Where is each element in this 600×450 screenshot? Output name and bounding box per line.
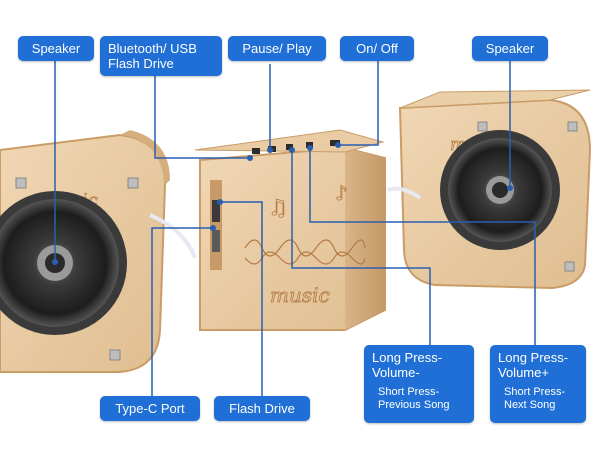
volume-minus-label: Long Press-Volume- Short Press-Previous … [364,345,474,423]
svg-text:♫: ♫ [268,196,288,221]
leader-lines [54,60,536,405]
speaker-left-label: Speaker [18,36,94,61]
flash-drive-label: Flash Drive [214,396,310,421]
center-box-engraving: music [270,283,330,307]
right-speaker-box: music [387,89,592,290]
volume-plus-label: Long Press-Volume+ Short Press-Next Song [490,345,586,423]
svg-text:♪: ♪ [335,181,348,205]
bluetooth-usb-label: Bluetooth/ USB Flash Drive [100,36,222,76]
on-off-label: On/ Off [340,36,414,61]
type-c-port-label: Type-C Port [100,396,200,421]
speaker-right-label: Speaker [472,36,548,61]
pause-play-label: Pause/ Play [228,36,326,61]
left-speaker-box: music [0,130,197,373]
left-screw-icon [15,177,27,189]
center-control-box: ♫ ♪ music [194,129,386,331]
